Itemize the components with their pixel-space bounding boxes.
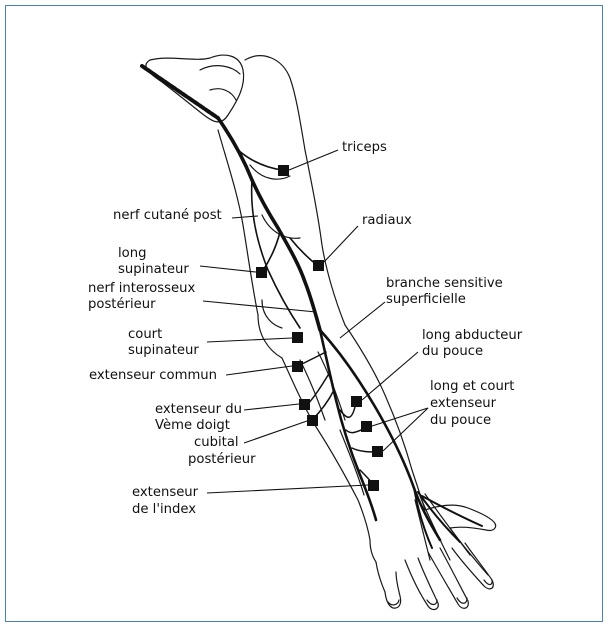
thumb-outline: [450, 508, 496, 530]
leader-court-supinateur: [207, 338, 292, 342]
label-court-supinateur-2: supinateur: [128, 343, 199, 358]
label-nerf-interosseux-2: postérieur: [88, 296, 156, 312]
label-long-court-ext-2: extenseur: [430, 396, 497, 411]
label-extenseur-veme-2: Vème doigt: [155, 417, 230, 433]
label-radiaux: radiaux: [362, 213, 412, 228]
label-long-court-ext-3: du pouce: [430, 413, 491, 428]
label-nerf-interosseux-1: nerf interosseux: [88, 281, 195, 296]
marker-radiaux: [313, 260, 324, 271]
leader-extenseur-commun: [226, 366, 292, 375]
leader-long-court-2: [383, 408, 428, 451]
leader-long-supinateur: [200, 266, 256, 272]
label-cubital-posterieur-2: postérieur: [188, 451, 256, 467]
finger-nails: [388, 580, 492, 605]
label-long-abducteur-2: du pouce: [422, 344, 483, 359]
label-extenseur-veme-1: extenseur du: [155, 402, 242, 417]
label-long-supinateur-1: long: [118, 246, 146, 261]
brachial-plexus-dashed: [142, 66, 218, 118]
leader-cubital: [244, 421, 307, 443]
label-long-court-ext-1: long et court: [430, 379, 514, 394]
label-extenseur-index-1: extenseur: [132, 485, 199, 500]
forearm-medial-outline: [282, 358, 370, 540]
label-long-supinateur-2: supinateur: [118, 262, 189, 277]
superficial-sensory-branch: [320, 330, 440, 540]
leader-triceps: [289, 150, 338, 170]
leader-long-abducteur: [362, 352, 418, 400]
label-court-supinateur-1: court: [128, 327, 162, 342]
label-cubital-posterieur-1: cubital: [194, 435, 239, 450]
label-extenseur-index-2: de l'index: [132, 502, 196, 517]
scapula-outline: [146, 55, 244, 122]
leader-radiaux: [324, 226, 358, 262]
leader-branche-sensitive: [340, 302, 385, 338]
marker-extenseur-index: [368, 480, 379, 491]
shoulder-cap-outline: [245, 56, 305, 150]
leader-extenseur-index: [207, 485, 368, 493]
label-extenseur-commun: extenseur commun: [89, 368, 217, 383]
long-supinateur-branch: [262, 232, 280, 272]
marker-long-abducteur: [351, 396, 362, 407]
marker-triceps: [278, 165, 289, 176]
upper-arm-medial-outline: [218, 130, 258, 315]
label-branche-sensitive-2: superficielle: [386, 292, 466, 307]
marker-court-supinateur: [292, 332, 303, 343]
marker-extenseur-commun: [292, 361, 303, 372]
leader-nerf-interosseux: [203, 301, 316, 312]
marker-long-supinateur: [256, 267, 267, 278]
finger-2-outline: [405, 558, 438, 610]
label-long-abducteur-1: long abducteur: [422, 328, 523, 343]
nerve-paths: [142, 66, 482, 548]
acromion-outline: [200, 66, 240, 100]
marker-cubital-posterieur: [307, 415, 318, 426]
label-branche-sensitive-1: branche sensitive: [386, 276, 503, 291]
marker-long-court-ext-2: [372, 446, 383, 457]
label-triceps: triceps: [342, 140, 387, 155]
leader-extenseur-veme: [244, 404, 299, 410]
labels: triceps nerf cutané post radiaux long su…: [88, 140, 523, 517]
triceps-contour: [250, 165, 300, 238]
marker-extenseur-veme: [299, 399, 310, 410]
marker-long-court-ext-1: [361, 421, 372, 432]
label-nerf-cutane-post: nerf cutané post: [113, 207, 222, 223]
